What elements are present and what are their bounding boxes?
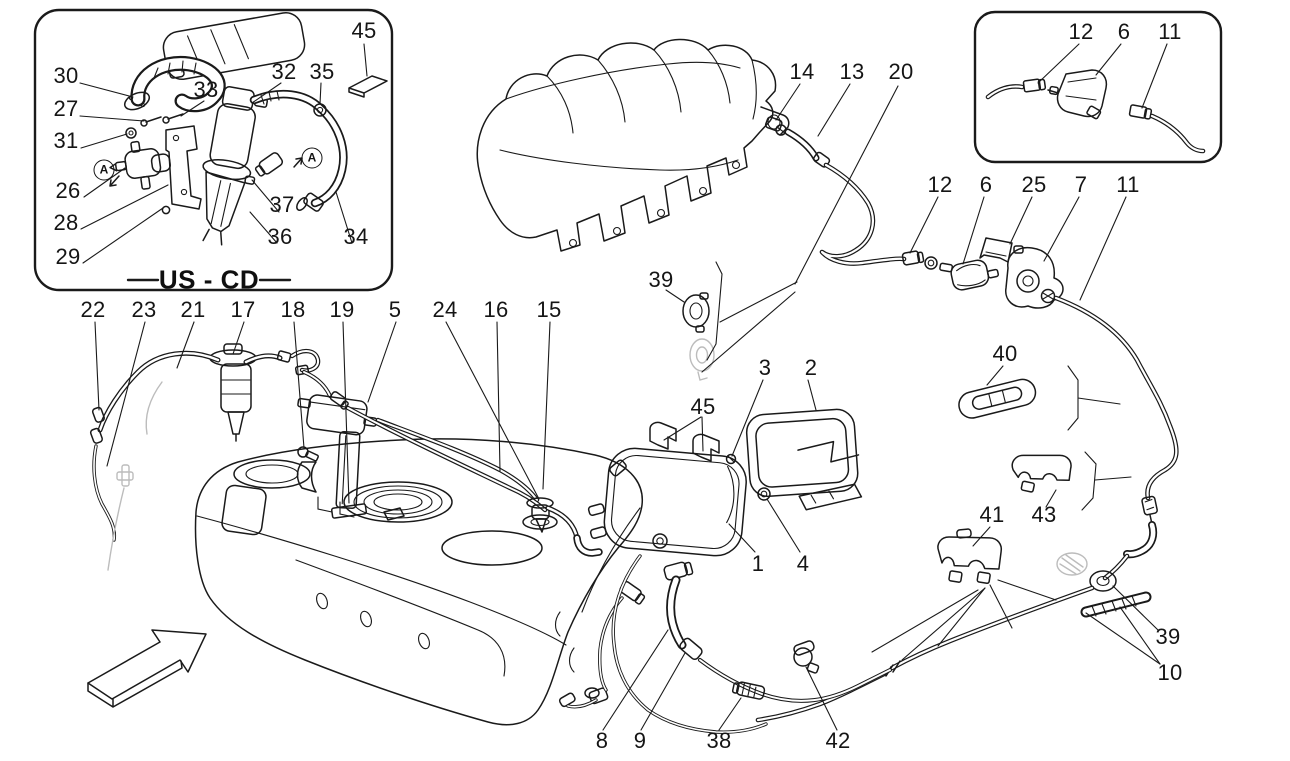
callout-45: 45 [351,18,377,43]
callout-1: 1 [751,551,765,576]
callout-4: 4 [796,551,810,576]
callout-3: 3 [758,355,772,380]
callout-23: 23 [131,297,157,322]
inset-screw-27 [140,116,162,127]
callout-11: 11 [1116,172,1140,197]
callout-7: 7 [1074,172,1088,197]
elbow-connector-15 [545,505,603,557]
callout-13: 13 [839,59,865,84]
callout-2: 2 [804,355,818,380]
callout-6: 6 [1117,19,1131,44]
callout-16: 16 [483,297,509,322]
callout-33: 33 [193,77,219,102]
callout-45: 45 [690,394,716,419]
callout-43: 43 [1031,502,1057,527]
inset-connector-a [254,152,284,177]
callout-5: 5 [388,297,402,322]
inset-washer-31 [125,127,137,139]
canister-bracket-2 [745,408,863,511]
callout-31: 31 [53,128,79,153]
clip-43 [1011,454,1072,493]
callout-18: 18 [280,297,306,322]
callout-21: 21 [180,297,206,322]
us-cd-label: US - CD [158,264,260,295]
fuel-tank [194,438,643,726]
callout-12: 12 [1068,19,1094,44]
grommet-39-center [682,292,715,381]
callout-25: 25 [1021,172,1047,197]
leader-lines [79,43,1168,731]
bottom-hose-group [566,554,892,734]
inset-pad-45 [348,75,388,98]
inset-connector-box [973,10,1223,164]
bracket-41 [937,528,1003,584]
inset-us-cd-box [33,8,394,292]
bolt-18 [297,446,319,462]
elbow-hose-9 [663,561,703,661]
callout-41: 41 [979,502,1005,527]
canister-clips-45 [649,421,720,462]
callout-40: 40 [992,341,1018,366]
tank-valve-24 [526,497,554,533]
canister-nut-4 [757,487,771,501]
clamp-42 [793,640,820,674]
intake-manifold [476,38,790,252]
callout-20: 20 [888,59,914,84]
callout-8: 8 [595,728,609,753]
callout-26: 26 [55,178,81,203]
callout-6: 6 [979,172,993,197]
hose-21-and-fittings [89,350,221,571]
canister-screw-3 [725,453,737,465]
callout-12: 12 [927,172,953,197]
callout-35: 35 [309,59,335,84]
callout-29: 29 [55,244,81,269]
valve-17-outlet-hoses [243,348,349,410]
callout-38: 38 [706,728,732,753]
callout-15: 15 [536,297,562,322]
callout-27: 27 [53,96,79,121]
callout-28: 28 [53,210,79,235]
ghost-t-connector [107,464,134,571]
hose-20 [819,162,907,266]
callout-14: 14 [789,59,815,84]
callout-19: 19 [329,297,355,322]
detail-marker-A: A [301,147,323,169]
inset-screw-33 [162,113,184,124]
callout-39: 39 [1155,624,1181,649]
connector-38 [731,681,766,700]
callout-42: 42 [825,728,851,753]
tank-clip [383,507,405,521]
clip-40 [958,378,1037,419]
protection-sleeve-10 [1080,591,1152,618]
callout-9: 9 [633,728,647,753]
charcoal-canister-1 [587,447,747,557]
hose-11-run [755,295,1179,723]
inset-bracket-28 [161,125,202,215]
direction-arrow [87,629,207,708]
callout-32: 32 [271,59,297,84]
detail-marker-A: A [93,159,115,181]
inset-hose-34 [249,90,348,212]
callout-37: 37 [269,192,295,217]
callout-30: 30 [53,63,79,88]
callout-24: 24 [432,297,458,322]
hoses-15-16 [345,405,548,513]
callout-17: 17 [230,297,256,322]
purge-valve-assembly [901,237,1064,309]
callout-34: 34 [343,224,369,249]
plate-19 [330,430,368,519]
callout-36: 36 [267,224,293,249]
callout-11: 11 [1158,19,1182,44]
callout-10: 10 [1157,660,1183,685]
callout-22: 22 [80,297,106,322]
tank-bottom-fitting [558,687,609,708]
callout-39: 39 [648,267,674,292]
